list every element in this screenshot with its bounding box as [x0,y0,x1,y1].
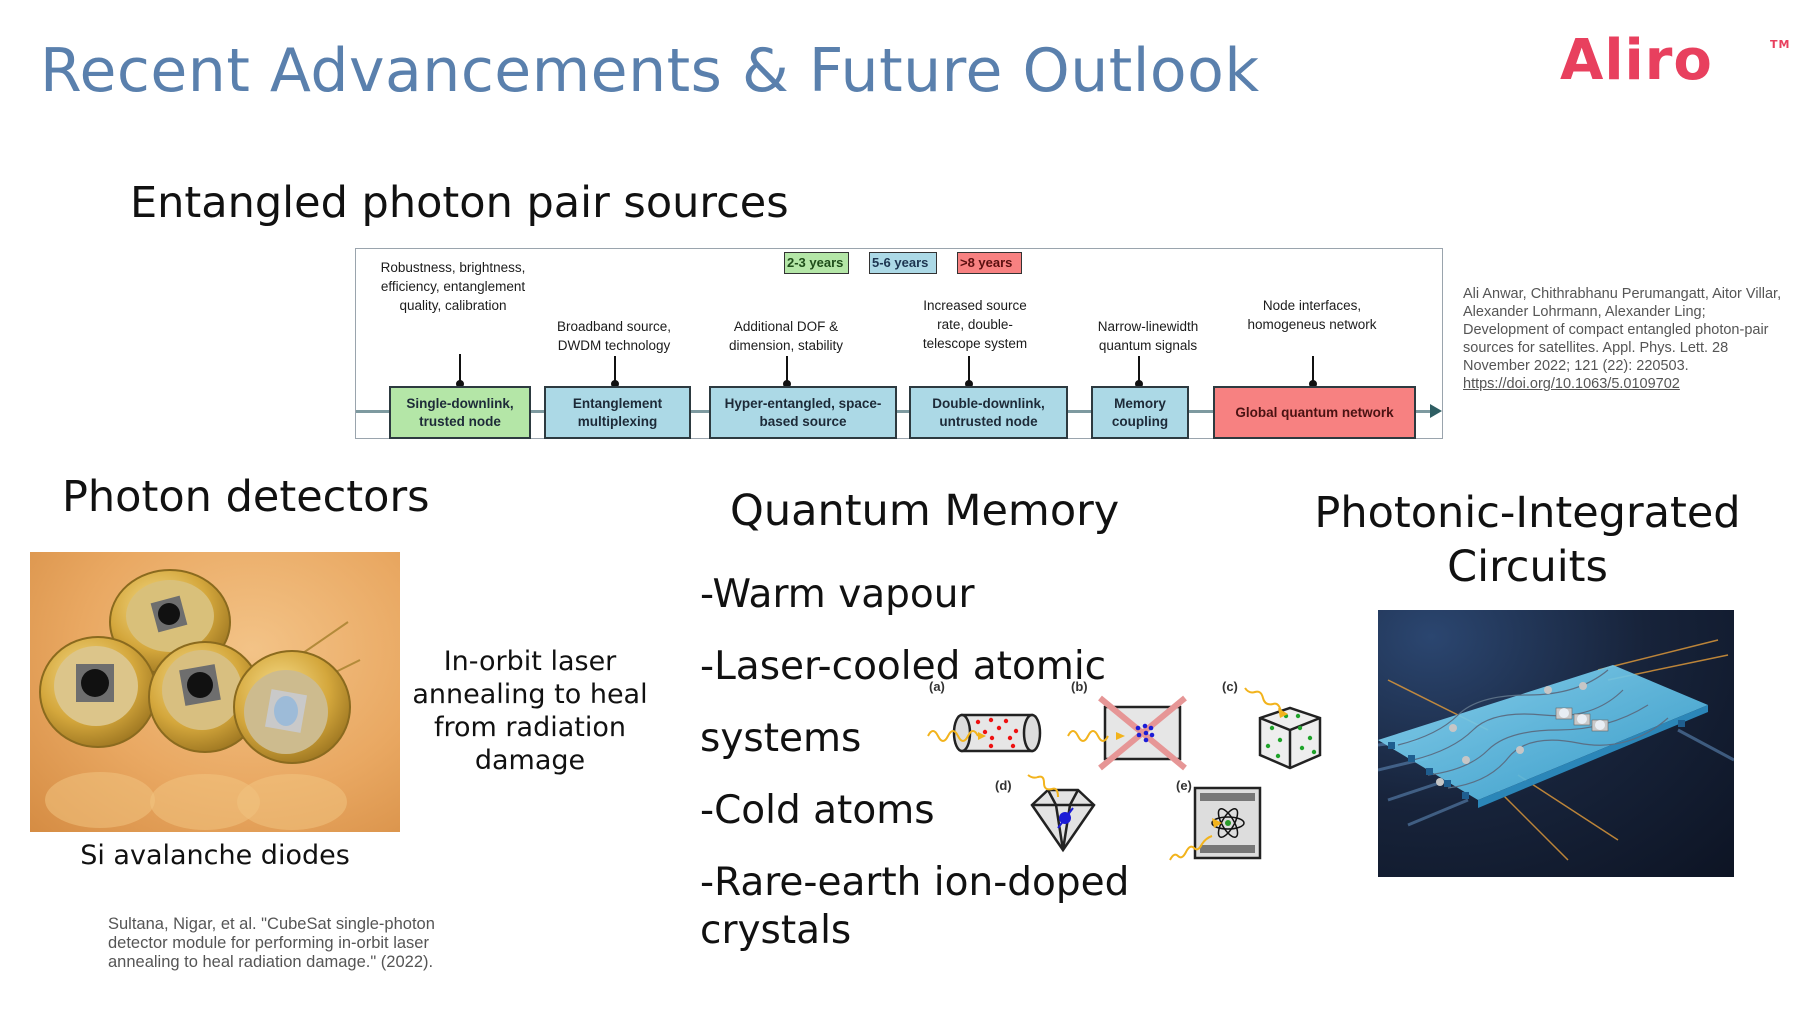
stem [1138,356,1140,384]
stage-memory-coupling: Memory coupling [1091,386,1189,439]
qm-item-warm-vapour: -Warm vapour [700,572,975,617]
citation-photon-detectors: Sultana, Nigar, et al. "CubeSat single-p… [108,915,435,971]
slide-title: Recent Advancements & Future Outlook [40,36,1260,106]
diodes-illustration [39,569,361,830]
photon-detectors-heading: Photon detectors [62,472,430,522]
photonic-chip-illustration [1378,639,1734,861]
avalanche-diodes-photo [30,552,400,832]
crystal-cube-icon [1244,687,1322,770]
aliro-logo: Aliro TM [1560,28,1789,93]
stage-double-downlink: Double-downlink, untrusted node [909,386,1068,439]
timeline-arrow-icon [1430,404,1442,418]
pic-heading: Photonic-Integrated Circuits [1300,486,1755,594]
stage-note-5: Narrow-linewidth quantum signals [1097,319,1199,353]
stem-dot [1309,380,1317,388]
legend-5-6-years: 5-6 years [869,252,937,274]
legend-2-3-years: 2-3 years [784,252,849,274]
stage-note-1: Robustness, brightness, efficiency, enta… [380,260,526,313]
stem-dot [965,380,973,388]
photonic-chip-image [1378,610,1734,877]
stage-hyper-entangled: Hyper-entangled, space-based source [709,386,897,439]
diamond-defect-icon [1027,774,1096,853]
stem [968,356,970,384]
timeline-diagram: 2-3 years 5-6 years >8 years Robustness,… [355,248,1443,439]
qm-item-laser-cooled: -Laser-cooled atomic [700,644,1107,689]
stem [614,356,616,384]
logo-text: Aliro [1560,28,1713,93]
figure-label-e: (e) [1176,778,1192,793]
quantum-memory-heading: Quantum Memory [730,486,1120,536]
photo-caption: Si avalanche diodes [80,840,350,871]
qm-item-rare-earth: -Rare-earth ion-doped [700,860,1130,905]
figure-label-d: (d) [995,778,1012,793]
stem-dot [611,380,619,388]
entangled-sources-heading: Entangled photon pair sources [130,178,789,228]
stem [459,354,461,384]
stem-dot [1135,380,1143,388]
figure-label-a: (a) [929,679,945,694]
vapour-cell-icon [927,713,1042,753]
citation-text: Ali Anwar, Chithrabhanu Perumangatt, Ait… [1463,286,1782,374]
stage-single-downlink: Single-downlink, trusted node [389,386,531,439]
stem [786,356,788,384]
stage-note-2: Broadband source, DWDM technology [556,319,672,353]
memory-platforms-figure [927,687,1322,861]
stem-dot [456,380,464,388]
pic-heading-line2: Circuits [1447,542,1608,592]
citation-doi-link[interactable]: https://doi.org/10.1063/5.0109702 [1463,376,1680,392]
cold-atom-trap-icon [1067,695,1187,771]
stem [1312,356,1314,384]
trademark-mark: TM [1770,38,1791,51]
stage-note-6: Node interfaces, homogeneus network [1247,298,1377,332]
qm-item-laser-cooled-cont: systems [700,716,862,761]
figure-label-c: (c) [1222,679,1238,694]
stage-note-4: Increased source rate, double-telescope … [922,298,1028,351]
citation-entangled-sources: Ali Anwar, Chithrabhanu Perumangatt, Ait… [1463,285,1793,393]
qm-item-cold-atoms: -Cold atoms [700,788,935,833]
trapped-ion-icon [1169,786,1262,861]
legend-8-plus-years: >8 years [957,252,1022,274]
stem-dot [783,380,791,388]
annealing-description: In-orbit laser annealing to heal from ra… [412,646,648,776]
stage-note-3: Additional DOF & dimension, stability [728,319,844,353]
stage-entanglement-multiplexing: Entanglement multiplexing [544,386,691,439]
stage-global-network: Global quantum network [1213,386,1416,439]
qm-item-rare-earth-cont: crystals [700,908,852,953]
figure-label-b: (b) [1071,679,1088,694]
pic-heading-line1: Photonic-Integrated [1314,488,1741,538]
